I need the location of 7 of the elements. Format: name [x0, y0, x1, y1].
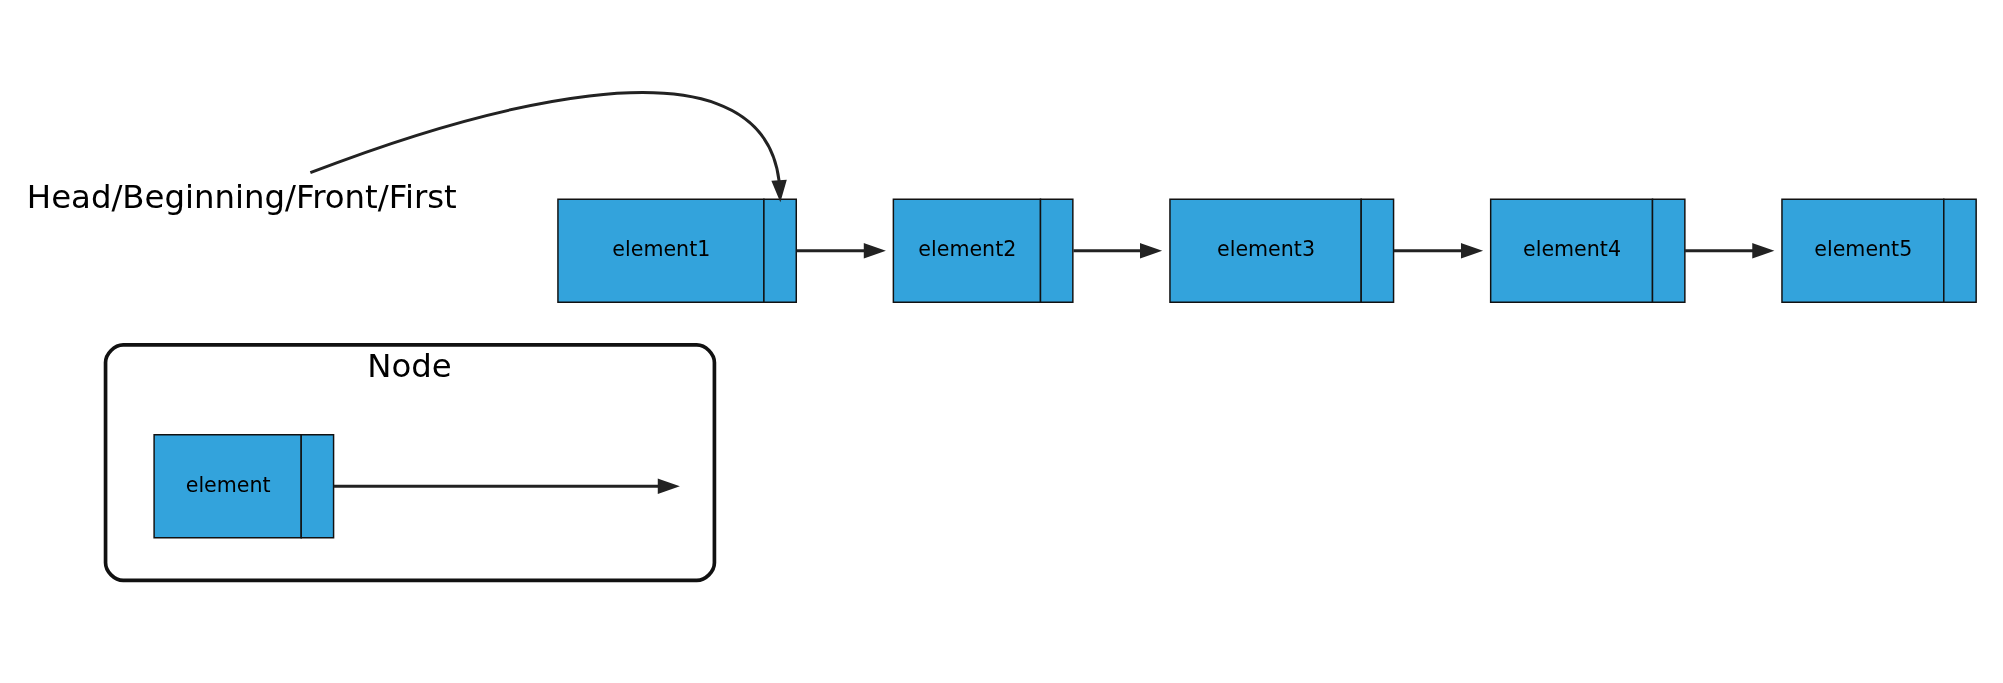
node-text: Head/Beginning/Front/First — [26, 177, 457, 216]
arrow — [1073, 242, 1163, 259]
arrow — [1393, 242, 1484, 259]
arrow — [796, 242, 886, 259]
arrow — [309, 90, 787, 202]
arrow — [1685, 242, 1775, 259]
arrow — [333, 477, 680, 494]
